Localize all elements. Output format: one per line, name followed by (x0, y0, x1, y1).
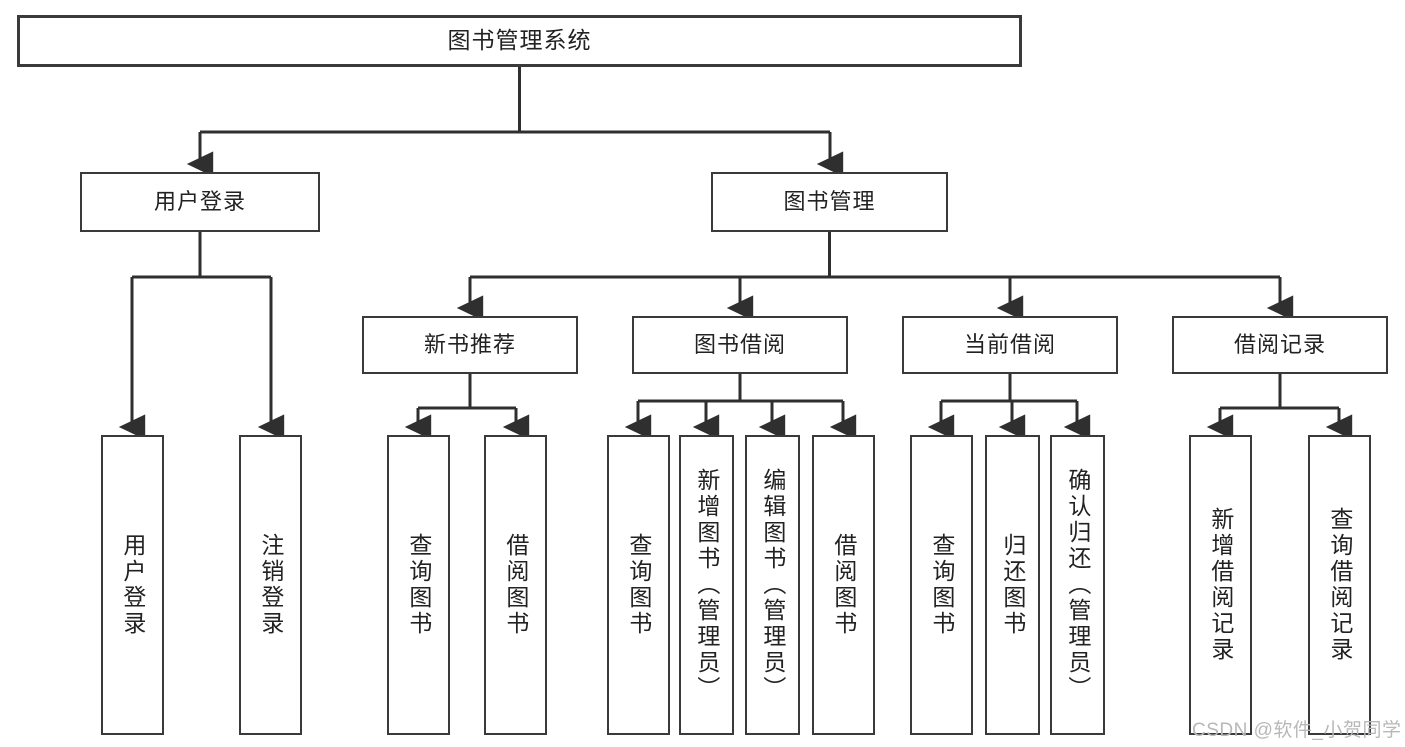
node-book-borrow[interactable]: 图书借阅 (632, 316, 848, 374)
leaf-user-login[interactable]: 用户登录 (101, 435, 164, 735)
node-label: 借阅记录 (1233, 331, 1326, 357)
node-label: 新书推荐 (423, 331, 516, 357)
leaf-borrow-query-book[interactable]: 查询图书 (607, 435, 670, 735)
leaf-record-query-borrow-record[interactable]: 查询借阅记录 (1308, 435, 1371, 735)
leaf-current-query-book[interactable]: 查询图书 (910, 435, 973, 735)
leaf-recommend-query-book[interactable]: 查询图书 (387, 435, 450, 735)
node-borrow-record[interactable]: 借阅记录 (1172, 316, 1388, 374)
leaf-label: 借阅图书 (502, 533, 529, 637)
leaf-borrow-add-book-admin[interactable]: 新增图书（管理员） (679, 435, 734, 735)
leaf-label: 查询图书 (928, 533, 955, 637)
leaf-recommend-borrow-book[interactable]: 借阅图书 (484, 435, 547, 735)
node-label: 图书管理 (783, 188, 876, 214)
leaf-label: 归还图书 (999, 533, 1026, 637)
leaf-label: 新增图书（管理员） (693, 468, 720, 702)
leaf-label: 借阅图书 (830, 533, 857, 637)
node-book-management[interactable]: 图书管理 (711, 172, 948, 232)
node-new-book-recommend[interactable]: 新书推荐 (362, 316, 578, 374)
node-root-book-management-system[interactable]: 图书管理系统 (17, 15, 1022, 67)
leaf-label: 编辑图书（管理员） (759, 468, 786, 702)
leaf-label: 查询借阅记录 (1326, 507, 1353, 663)
leaf-current-confirm-return-admin[interactable]: 确认归还（管理员） (1050, 435, 1105, 735)
node-label: 图书管理系统 (447, 27, 592, 54)
leaf-label: 新增借阅记录 (1207, 507, 1234, 663)
leaf-label: 查询图书 (405, 533, 432, 637)
leaf-current-return-book[interactable]: 归还图书 (985, 435, 1040, 735)
node-user-login[interactable]: 用户登录 (80, 172, 320, 232)
leaf-borrow-borrow-book[interactable]: 借阅图书 (812, 435, 875, 735)
leaf-label: 查询图书 (625, 533, 652, 637)
leaf-label: 用户登录 (119, 533, 146, 637)
node-label: 当前借阅 (963, 331, 1056, 357)
leaf-record-add-borrow-record[interactable]: 新增借阅记录 (1189, 435, 1252, 735)
leaf-label: 确认归还（管理员） (1064, 468, 1091, 702)
leaf-user-logout[interactable]: 注销登录 (239, 435, 302, 735)
node-label: 图书借阅 (693, 331, 786, 357)
leaf-label: 注销登录 (257, 533, 284, 637)
node-current-borrow[interactable]: 当前借阅 (902, 316, 1118, 374)
csdn-watermark: CSDN @软件_小贺同学 (1192, 720, 1402, 741)
node-label: 用户登录 (153, 188, 246, 214)
leaf-borrow-edit-book-admin[interactable]: 编辑图书（管理员） (745, 435, 800, 735)
